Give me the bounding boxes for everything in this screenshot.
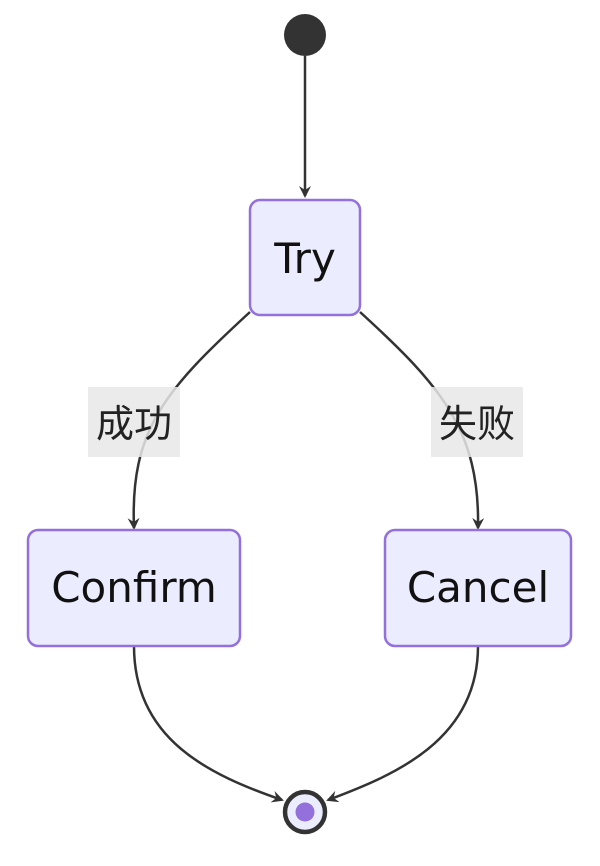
- edge-label-failure: 失败: [431, 387, 523, 457]
- state-try: Try: [248, 198, 362, 317]
- state-cancel-label: Cancel: [407, 563, 549, 612]
- edge-label-success-text: 成功: [96, 402, 172, 446]
- state-try-label: Try: [273, 234, 336, 283]
- edge-label-failure-text: 失败: [439, 402, 515, 446]
- state-confirm-label: Confirm: [51, 563, 217, 612]
- state-cancel: Cancel: [383, 528, 573, 648]
- state-confirm: Confirm: [26, 528, 242, 648]
- edge-confirm-to-end: [132, 645, 284, 803]
- edge-cancel-to-end: [326, 645, 480, 803]
- edge-label-success: 成功: [88, 387, 180, 457]
- end-node: [282, 789, 328, 835]
- start-node: [284, 14, 326, 56]
